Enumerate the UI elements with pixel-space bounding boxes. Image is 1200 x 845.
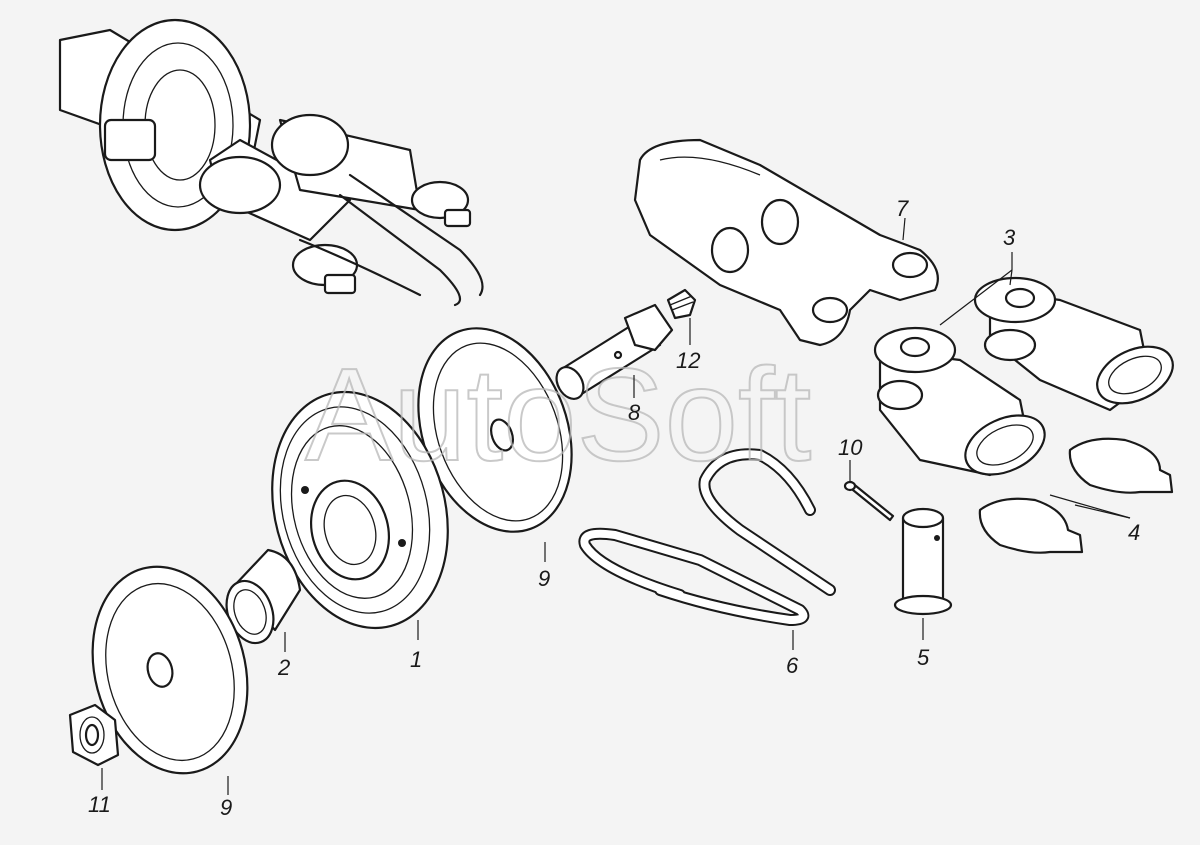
callout-5: 5 bbox=[917, 645, 930, 670]
part-10-cotter-pin bbox=[843, 480, 895, 522]
part-1-pulley bbox=[271, 390, 449, 630]
part-12-grease-fitting bbox=[666, 288, 697, 320]
callout-7: 7 bbox=[896, 196, 909, 221]
part-11-nut bbox=[68, 703, 120, 767]
part-3-clamp-upper bbox=[973, 276, 1174, 412]
part-8-axle bbox=[555, 303, 674, 400]
callout-9-lower: 9 bbox=[220, 795, 232, 820]
callout-2: 2 bbox=[277, 655, 290, 680]
part-5-pin bbox=[893, 507, 953, 616]
part-4-tab-lower bbox=[978, 497, 1084, 554]
callout-10: 10 bbox=[838, 435, 863, 460]
part-9-washer-lower bbox=[91, 565, 249, 775]
part-2-bushing bbox=[225, 548, 302, 645]
part-9-washer-upper bbox=[417, 327, 573, 533]
watermark: AutoSoft bbox=[305, 341, 811, 488]
part-6-spring-clip-lower bbox=[578, 527, 810, 626]
callout-8: 8 bbox=[628, 400, 641, 425]
leader-lines bbox=[101, 217, 1131, 795]
callout-11: 11 bbox=[88, 792, 111, 817]
callout-9-upper: 9 bbox=[538, 566, 550, 591]
part-3-clamp-lower bbox=[873, 326, 1046, 477]
callout-3: 3 bbox=[1003, 225, 1016, 250]
callout-4: 4 bbox=[1128, 520, 1140, 545]
callout-1: 1 bbox=[410, 647, 422, 672]
assembled-pulley-unit bbox=[58, 18, 484, 307]
part-7-bracket bbox=[633, 138, 939, 347]
part-4-tab-upper bbox=[1068, 437, 1174, 494]
callout-12: 12 bbox=[676, 348, 700, 373]
part-6-spring-clip-upper bbox=[698, 448, 836, 596]
callout-6: 6 bbox=[786, 653, 799, 678]
